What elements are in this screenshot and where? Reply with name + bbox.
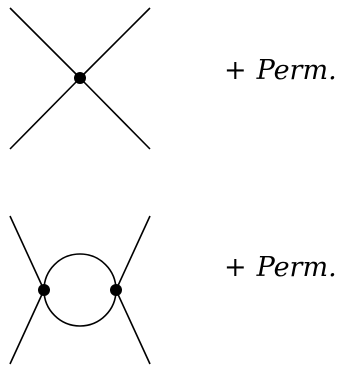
plus-sign: + bbox=[224, 55, 247, 86]
external-leg-lower-right bbox=[115, 289, 151, 365]
bubble-diagram bbox=[9, 215, 151, 365]
perm-text: Perm. bbox=[256, 252, 337, 283]
vertex-dot-left bbox=[38, 284, 50, 296]
permutation-label-loop: + Perm. bbox=[224, 254, 337, 281]
vertex-dot bbox=[74, 72, 86, 84]
external-leg-upper-left bbox=[9, 7, 81, 79]
permutation-label-tree: + Perm. bbox=[224, 57, 337, 84]
external-leg-upper-right bbox=[79, 7, 151, 79]
external-leg-upper-left bbox=[9, 215, 45, 291]
external-leg-lower-right bbox=[79, 77, 151, 150]
perm-text: Perm. bbox=[256, 55, 337, 86]
tree-vertex-diagram bbox=[9, 7, 151, 150]
vertex-dot-right bbox=[110, 284, 122, 296]
external-leg-lower-left bbox=[9, 77, 81, 150]
external-leg-lower-left bbox=[9, 289, 45, 365]
loop-circle bbox=[43, 253, 117, 327]
plus-sign: + bbox=[224, 252, 247, 283]
external-leg-upper-right bbox=[115, 215, 151, 291]
